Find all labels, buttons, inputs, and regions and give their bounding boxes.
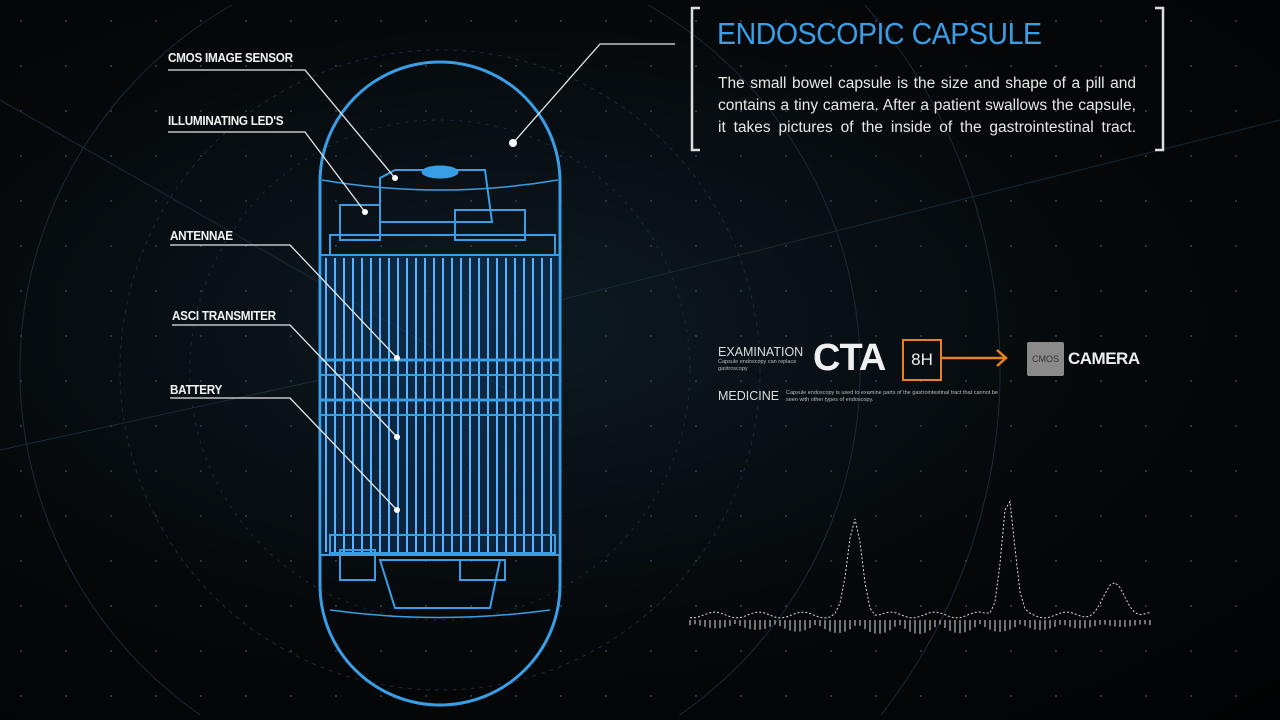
label-asci-transmiter: ASCI TRANSMITER bbox=[172, 308, 276, 323]
title-bracket bbox=[690, 6, 1165, 152]
medicine-label: MEDICINE bbox=[718, 389, 780, 403]
label-antennae: ANTENNAE bbox=[170, 228, 233, 243]
camera-label: CAMERA bbox=[1068, 349, 1140, 368]
label-cmos-image-sensor: CMOS IMAGE SENSOR bbox=[168, 50, 293, 65]
medicine-note: Capsule endoscopy is used to examine par… bbox=[786, 390, 998, 403]
capsule-diagram bbox=[318, 60, 562, 707]
examination-block: EXAMINATION Capsule endoscopy can replac… bbox=[718, 345, 803, 373]
label-illuminating-leds: ILLUMINATING LED'S bbox=[168, 113, 284, 128]
page-title: ENDOSCOPIC CAPSULE bbox=[717, 16, 1042, 51]
duration-box: 8H bbox=[902, 339, 942, 381]
description: The small bowel capsule is the size and … bbox=[718, 75, 1136, 136]
arrow-icon bbox=[940, 349, 1008, 367]
label-battery: BATTERY bbox=[170, 382, 223, 397]
cmos-chip-icon: CMOS bbox=[1027, 342, 1064, 376]
examination-note: Capsule endoscopy can replace gastroscop… bbox=[718, 359, 797, 372]
examination-label: EXAMINATION bbox=[718, 345, 804, 359]
signal-waveform bbox=[689, 499, 1151, 634]
cta-text: CTA bbox=[813, 337, 886, 379]
